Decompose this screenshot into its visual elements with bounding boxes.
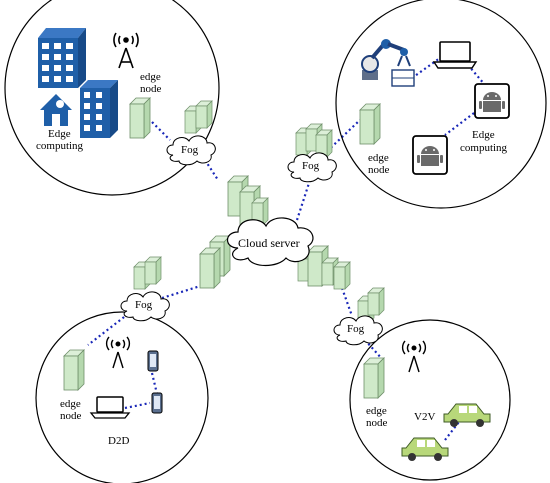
edge-node-label-bottomleft-1: edge	[60, 398, 81, 410]
link-cloud-fog-topright	[295, 179, 312, 221]
link-fog-node-topright	[319, 119, 361, 159]
android-phone-icon	[474, 83, 510, 119]
zone-circle-bottomleft	[35, 311, 209, 483]
server-rack-icon	[144, 256, 162, 285]
zone-circle-topleft	[4, 0, 220, 196]
edge-computing-label-topright-1: Edge	[472, 129, 495, 141]
building-icon	[80, 80, 118, 138]
building-icon	[38, 28, 86, 88]
link-topleft-node-fog	[151, 121, 171, 141]
edge-node-label-topleft-2: node	[140, 83, 162, 95]
edge-computing-label-topright-2: computing	[460, 142, 508, 154]
edge-node-label-bottomright-2: node	[366, 417, 388, 429]
fog-label-topleft: Fog	[181, 144, 199, 156]
conveyor-box-icon	[391, 69, 415, 87]
cell-tower-icon	[105, 336, 131, 369]
car-icon	[401, 437, 449, 461]
link-laptop-phone	[124, 401, 151, 410]
laptop-icon	[89, 396, 131, 419]
cell-tower-icon	[113, 32, 139, 69]
fog-label-topright: Fog	[302, 160, 320, 172]
d2d-label: D2D	[108, 435, 129, 447]
link-cloud-fog-bottom	[340, 287, 354, 317]
link-robot-laptop	[411, 57, 441, 79]
server-rack-icon	[129, 97, 151, 139]
android-phone-icon	[412, 135, 448, 175]
car-icon	[443, 403, 491, 427]
server-rack-icon	[333, 261, 351, 290]
smartphone-icon	[147, 350, 159, 372]
cell-tower-icon	[401, 340, 427, 373]
house-icon	[40, 94, 72, 126]
zone-circle-bottomright	[349, 319, 511, 481]
server-rack-icon	[195, 100, 213, 129]
edge-node-label-topleft-1: edge	[140, 71, 161, 83]
link-fog-left-node	[87, 313, 129, 346]
laptop-icon	[432, 41, 478, 69]
fog-label-left: Fog	[135, 299, 153, 311]
server-rack-icon	[359, 103, 381, 145]
server-rack-icon	[363, 357, 385, 399]
smartphone-icon	[151, 392, 163, 414]
cloud-server-label: Cloud server	[238, 236, 300, 250]
server-rack-icon	[199, 247, 221, 289]
robot-arm-icon	[361, 39, 411, 80]
server-rack-icon	[63, 349, 85, 391]
link-android-android	[444, 109, 479, 136]
edge-node-label-topright-2: node	[368, 164, 390, 176]
edge-node-label-topright-1: edge	[368, 152, 389, 164]
edge-node-label-bottomright-1: edge	[366, 405, 387, 417]
v2v-label: V2V	[414, 411, 435, 423]
edge-computing-label-topleft-2: computing	[36, 140, 84, 152]
zone-circle-topright	[335, 0, 547, 209]
edge-node-label-bottomleft-2: node	[60, 410, 82, 422]
fog-label-bottomright: Fog	[347, 323, 365, 335]
cloud-server-icon	[226, 217, 314, 267]
edge-computing-label-topleft-1: Edge	[48, 128, 71, 140]
link-laptop-android	[467, 64, 486, 86]
link-fog-cloud-topleft	[204, 159, 219, 181]
server-rack-icon	[367, 287, 385, 316]
